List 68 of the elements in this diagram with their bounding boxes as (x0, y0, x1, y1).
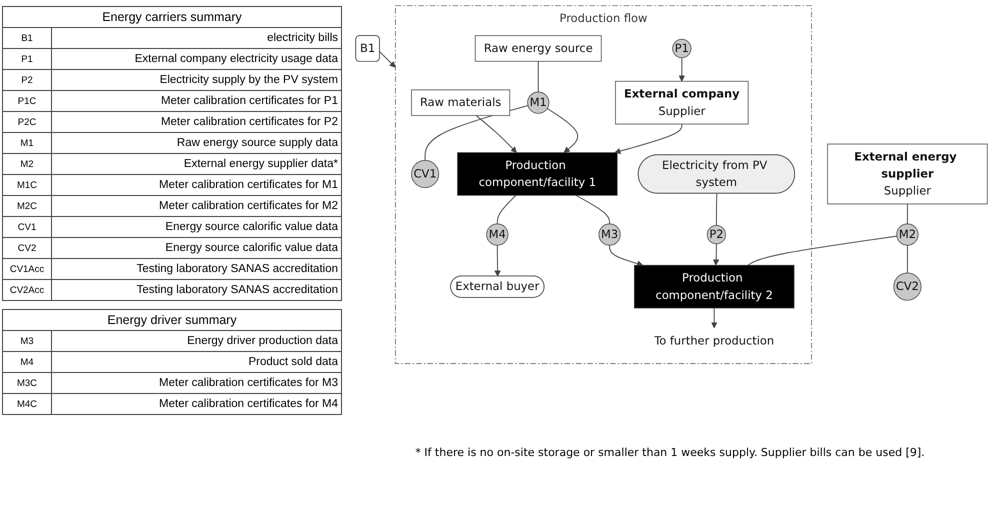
arrow (614, 124, 682, 154)
description-cell: Meter calibration certificates for M3 (52, 372, 342, 394)
description-cell: Meter calibration certificates for M4 (52, 394, 342, 414)
code-cell: M2 (2, 154, 52, 174)
connector (538, 60, 539, 92)
description-cell: Raw energy source supply data (52, 132, 342, 154)
code-cell: M4C (2, 394, 52, 414)
arrow (609, 244, 644, 267)
code-cell: P2 (2, 70, 52, 90)
code-cell: M1C (2, 174, 52, 196)
node-box: External company Supplier (615, 80, 749, 124)
node-circle: P1 (672, 38, 692, 58)
node-circle: M4 (486, 224, 508, 246)
description-cell: Product sold data (52, 352, 342, 372)
code-cell: B1 (2, 28, 52, 48)
description-cell: External energy supplier data* (52, 154, 342, 174)
node-box: Production component/facility 2 (634, 264, 794, 308)
description-cell: Meter calibration certificates for M2 (52, 196, 342, 216)
code-cell: CV2 (2, 238, 52, 258)
node-circle: M1 (527, 92, 550, 114)
description-cell: Testing laboratory SANAS accreditation (52, 280, 342, 300)
node-circle: M3 (598, 224, 621, 246)
description-cell: Meter calibration certificates for P1 (52, 90, 342, 112)
description-cell: Meter calibration certificates for M1 (52, 174, 342, 196)
node-circle: CV2 (893, 272, 922, 301)
description-cell: Energy source calorific value data (52, 238, 342, 258)
code-cell: P2C (2, 112, 52, 132)
description-cell: Electricity supply by the PV system (52, 70, 342, 90)
node-box: Raw energy source (474, 35, 602, 62)
arrow (678, 57, 685, 82)
description-cell: Meter calibration certificates for P2 (52, 112, 342, 132)
connector (906, 203, 908, 224)
connector (576, 194, 610, 224)
description-cell: electricity bills (52, 28, 342, 48)
connector (716, 193, 718, 226)
node-text: To further production (654, 334, 774, 348)
node-box: External energy supplier Supplier (827, 144, 988, 204)
node-box: Raw materials (411, 89, 510, 116)
code-cell: M3C (2, 372, 52, 394)
footnote: * If there is no on-site storage or smaller than 1 weeks supply. Supplier bills can be used [9]. (414, 446, 926, 459)
description-cell: Testing laboratory SANAS accreditation (52, 258, 342, 280)
node-circle: P2 (706, 225, 726, 244)
table-header: Energy carriers summary (2, 6, 342, 28)
description-cell: Energy source calorific value data (52, 216, 342, 238)
arrow (494, 244, 501, 277)
connector (496, 194, 516, 224)
table-header: Energy driver summary (2, 310, 342, 330)
arrow (546, 108, 578, 153)
arrow (476, 115, 517, 153)
arrow (711, 308, 718, 328)
node-circle: M2 (896, 224, 918, 246)
node-box: Production component/facility 1 (457, 152, 618, 196)
code-cell: CV1Acc (2, 258, 52, 280)
node-circle: CV1 (411, 160, 440, 188)
code-cell: P1 (2, 48, 52, 70)
code-cell: M4 (2, 352, 52, 372)
description-cell: Energy driver production data (52, 330, 342, 352)
code-cell: P1C (2, 90, 52, 112)
description-cell: External company electricity usage data (52, 48, 342, 70)
code-cell: CV2Acc (2, 280, 52, 300)
arrow (712, 243, 720, 266)
code-cell: M3 (2, 330, 52, 352)
connector (906, 244, 908, 274)
code-cell: CV1 (2, 216, 52, 238)
code-cell: M1 (2, 132, 52, 154)
code-cell: M2C (2, 196, 52, 216)
connector (747, 236, 898, 266)
arrow (378, 50, 396, 68)
